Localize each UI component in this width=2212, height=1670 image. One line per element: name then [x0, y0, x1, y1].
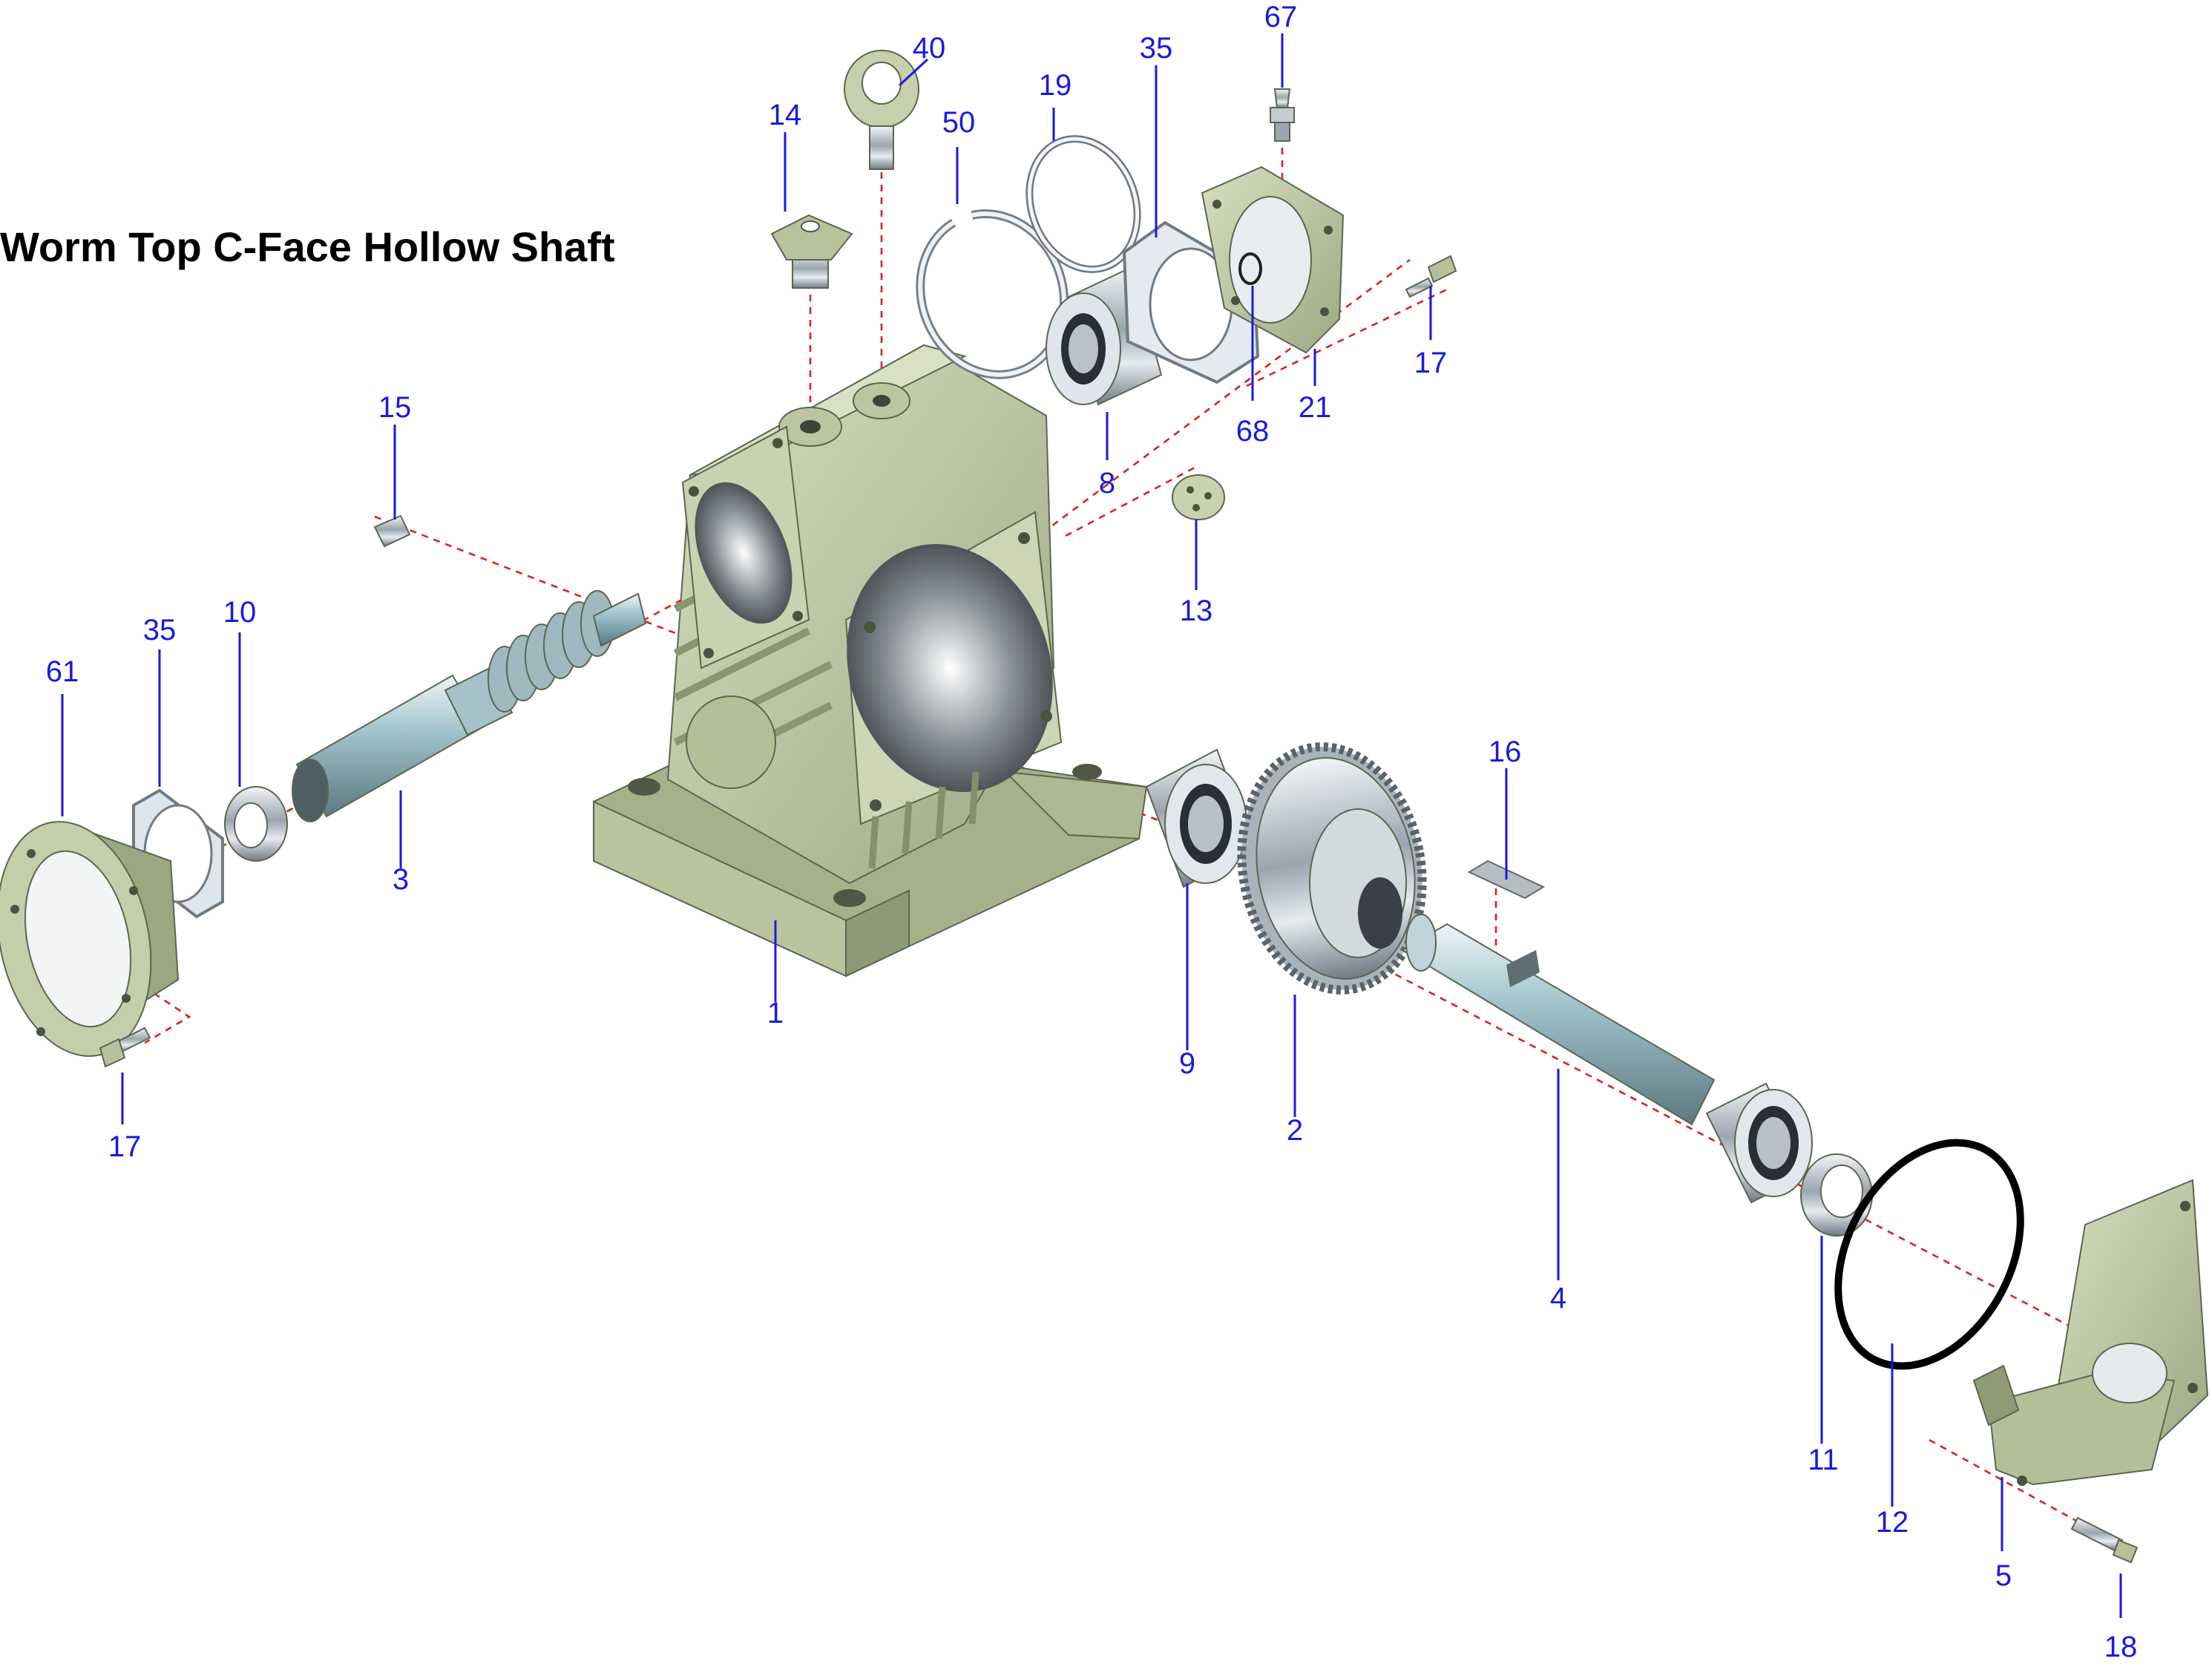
bolt-17-right: [1405, 255, 1457, 298]
callout-17-right: 17: [1414, 347, 1448, 379]
gear-housing: [593, 344, 1148, 978]
callout-61: 61: [46, 655, 79, 688]
bolt-17-left: [99, 1026, 151, 1068]
callout-labels: 40 67 14 50 19 35 17 21 68 8 15 13 61 35…: [46, 1, 2138, 1663]
callout-13: 13: [1180, 595, 1213, 627]
callout-1: 1: [767, 997, 784, 1029]
callout-14: 14: [769, 99, 802, 131]
callout-8: 8: [1099, 467, 1115, 500]
eye-bolt: [844, 50, 919, 170]
callout-68: 68: [1236, 415, 1270, 448]
spacer-11: [1800, 1153, 1873, 1237]
callout-4: 4: [1550, 1282, 1566, 1314]
callout-9: 9: [1179, 1047, 1195, 1080]
o-ring-12: [1834, 1139, 2024, 1370]
callout-18: 18: [2104, 1631, 2138, 1663]
o-ring-68: [1238, 252, 1262, 285]
bearing-cover: [1972, 1179, 2209, 1486]
plug-13: [1172, 474, 1225, 520]
callout-10: 10: [223, 596, 257, 629]
callout-67: 67: [1264, 1, 1298, 33]
callout-12: 12: [1876, 1506, 1909, 1539]
set-screw-15: [373, 514, 411, 548]
callout-17-left: 17: [108, 1130, 142, 1163]
callout-15: 15: [378, 391, 412, 424]
grease-fitting: [1270, 88, 1295, 142]
cover-flange-21: [1201, 166, 1345, 354]
breather-plug: [770, 214, 853, 289]
callout-5: 5: [1995, 1559, 2012, 1592]
callout-11: 11: [1808, 1444, 1839, 1476]
callout-2: 2: [1287, 1114, 1303, 1147]
worm-shaft: [292, 590, 647, 822]
output-shaft: [1401, 914, 1716, 1126]
callout-3: 3: [393, 863, 409, 896]
spacer-10: [224, 786, 288, 862]
c-face-adapter: [0, 821, 180, 1057]
callout-40: 40: [913, 32, 946, 65]
callout-21: 21: [1299, 391, 1332, 424]
bolt-18: [2070, 1516, 2139, 1564]
callout-16: 16: [1489, 736, 1522, 768]
worm-wheel: [1237, 742, 1427, 995]
callout-35-top: 35: [1140, 32, 1173, 65]
bearing-lower: [1705, 1082, 1813, 1204]
leader-lines: [61, 33, 2122, 1618]
callout-35-left: 35: [143, 614, 177, 646]
diagram-title: Worm Top C-Face Hollow Shaft: [0, 223, 615, 270]
callout-50: 50: [942, 106, 976, 139]
callout-19: 19: [1039, 69, 1072, 102]
